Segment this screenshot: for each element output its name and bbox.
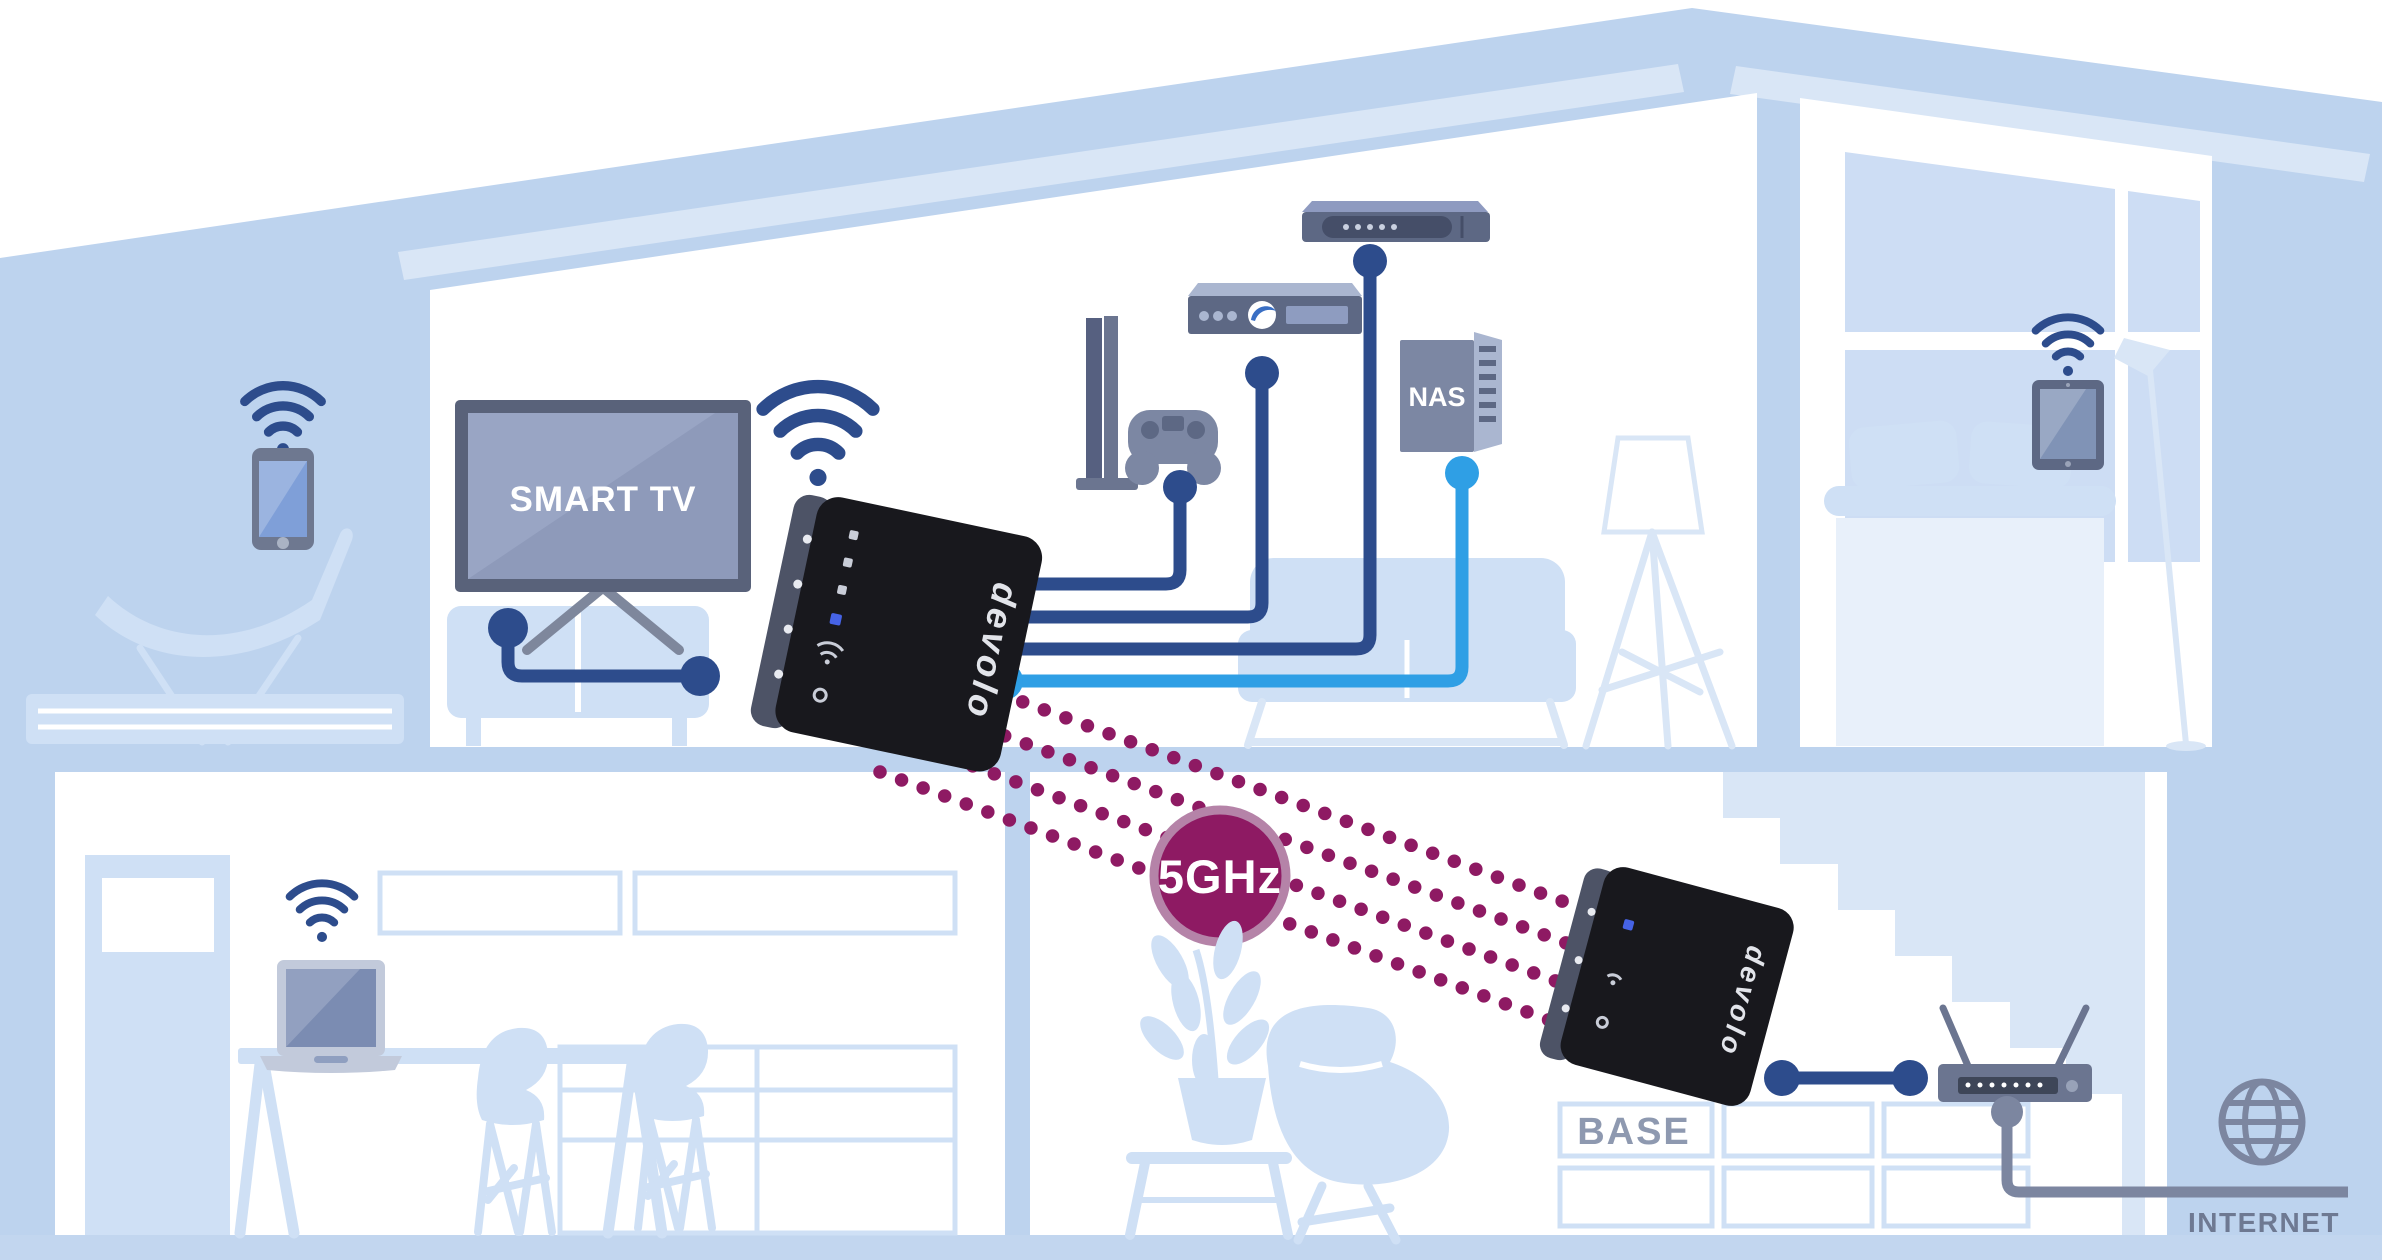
tablet-icon [2032,380,2104,470]
laptop-icon [260,960,402,1073]
arc-lamp-icon [2114,338,2206,751]
planter-box [26,694,404,744]
internet-cable [2001,1112,2348,1198]
ethernet-cables [501,268,1377,683]
wall-frames [377,870,958,936]
nas-cable-connector [1445,456,1479,490]
wifi-repeater-icon: devolo [750,494,1043,772]
deck-chair-icon [95,528,353,657]
bedroom [1824,152,2206,751]
game-console-icon [1076,316,1138,490]
base-front-leds [1595,919,1635,1029]
cable-connector [1764,1060,1800,1096]
av-receiver-icon [1302,201,1490,242]
stairs-icon [1723,772,2145,1235]
repeater-side-leds [774,534,812,679]
gamepad-icon [1125,410,1221,485]
frequency-badge-label: 5GHz [1158,850,1282,903]
nas-label: NAS [1408,382,1465,412]
roof-beam-left [398,64,1684,280]
bluray-player-icon [1188,283,1362,334]
receiver-cable [1004,268,1377,656]
roof-beam-right [1730,66,2370,182]
downstairs-living-room: devolo BASE [1125,772,2348,1245]
floor-lamp-icon [1582,435,1736,750]
planter-slats [38,708,392,730]
base-side-leds [1561,907,1596,1013]
stool-icon [1125,1152,1293,1240]
door-window [102,878,214,952]
router-icon [1938,1004,2092,1102]
smart-tv-icon: SMART TV [455,400,751,655]
smart-tv-label: SMART TV [510,480,697,519]
sideboard-leg [466,718,481,746]
office-room [85,855,958,1239]
tv-cable [501,630,700,683]
ground-band [0,1235,2382,1260]
base-sideboard [1557,1101,2031,1229]
internet-label: INTERNET [2188,1207,2340,1238]
plant-icon [1140,920,1270,1145]
armchair-icon [1266,1005,1450,1245]
base-adapter-icon: devolo [1539,867,1794,1106]
globe-icon [2218,1078,2306,1166]
repeater-front-leds [812,530,859,703]
smartphone-icon [252,448,314,550]
nas-icon: NAS [1400,332,1502,452]
cable-connector [1991,1096,2023,1128]
sideboard-leg [672,718,687,746]
nas-cable [1004,480,1469,688]
bluray-cable [1004,380,1269,624]
cable-connector [1892,1060,1928,1096]
gamepad-cable [1004,494,1187,591]
balcony [26,386,404,746]
frequency-badge: 5GHz [1149,805,1291,947]
base-unit-label: BASE [1577,1111,1691,1153]
internet: INTERNET [2188,1078,2340,1238]
